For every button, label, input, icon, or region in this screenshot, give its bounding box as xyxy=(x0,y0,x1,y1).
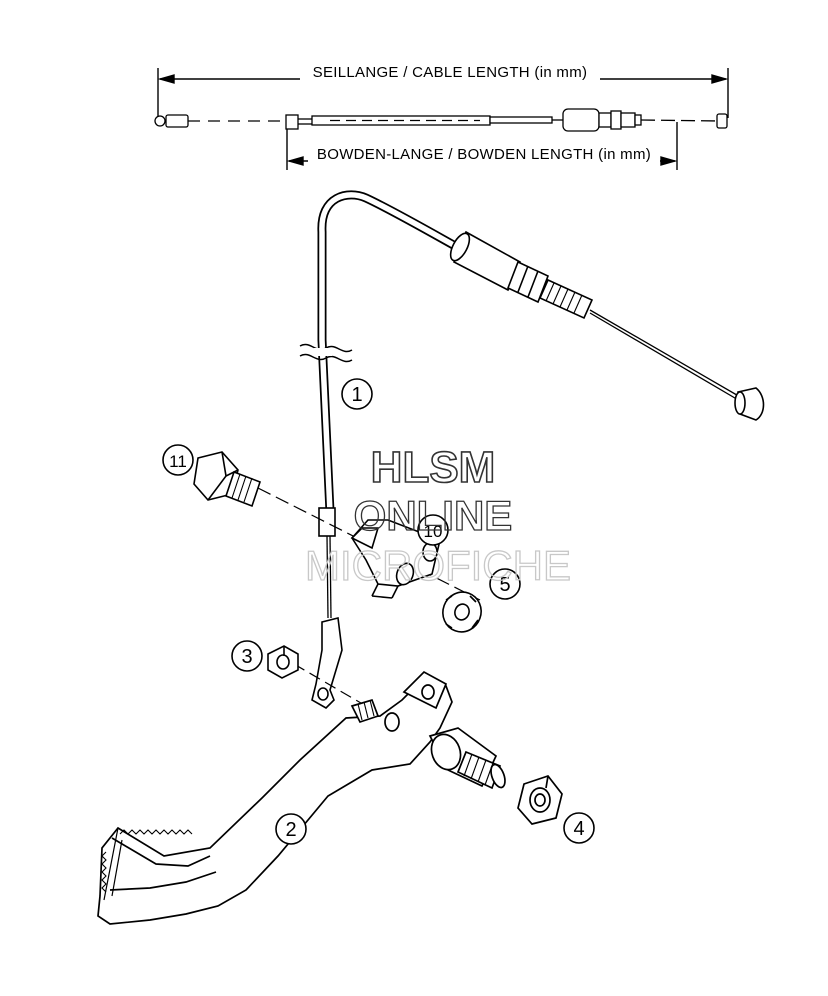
svg-text:1: 1 xyxy=(351,384,362,406)
pedal-arm-clevis xyxy=(311,617,343,709)
callout-3: 3 xyxy=(231,640,263,672)
watermark-line-3: MICROFICHE xyxy=(305,542,571,589)
callout-10: 10 xyxy=(417,514,449,546)
callout-2: 2 xyxy=(275,813,307,845)
cable-schematic xyxy=(154,108,728,132)
svg-text:11: 11 xyxy=(169,452,187,471)
watermark-line-2: ONLINE xyxy=(354,492,513,539)
nut-3 xyxy=(267,645,299,679)
bolt-11 xyxy=(193,451,262,508)
svg-text:2: 2 xyxy=(285,819,296,841)
callout-5: 5 xyxy=(489,568,521,600)
cable-length-label-bg xyxy=(300,62,600,82)
bowden-length-label: BOWDEN-LANGE / BOWDEN LENGTH (in mm) xyxy=(317,146,651,163)
svg-text:5: 5 xyxy=(499,574,510,596)
nut-axis-line xyxy=(293,663,367,707)
svg-text:10: 10 xyxy=(424,522,443,541)
callout-1: 1 xyxy=(341,378,373,410)
brake-pedal-2 xyxy=(97,670,506,925)
callout-4: 4 xyxy=(563,812,595,844)
watermark-line-1: HLSM xyxy=(371,443,496,492)
watermark: HLSM ONLINE MICROFICHE xyxy=(304,442,571,589)
cable-length-label: SEILLANGE / CABLE LENGTH (in mm) xyxy=(313,64,588,81)
svg-text:3: 3 xyxy=(241,646,252,668)
bowden-cable xyxy=(299,190,765,619)
cable-bracket-10 xyxy=(350,519,441,599)
svg-text:4: 4 xyxy=(573,818,584,840)
callout-11: 11 xyxy=(162,444,194,476)
bowden-length-label-bg xyxy=(308,144,660,164)
nut-4 xyxy=(517,775,563,825)
lock-washer-5 xyxy=(442,591,482,633)
